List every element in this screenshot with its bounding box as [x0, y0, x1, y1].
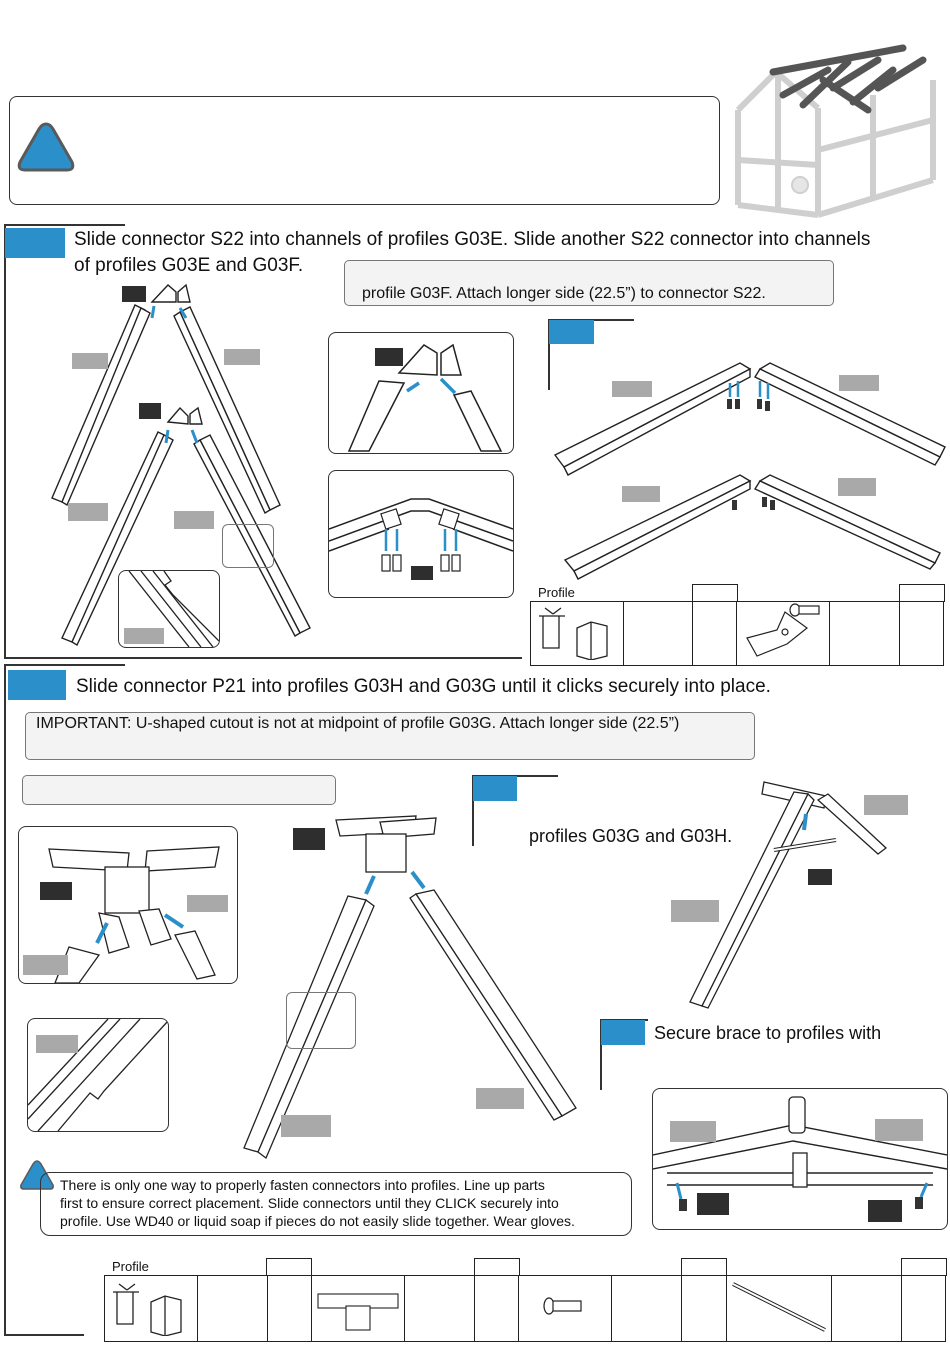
step-b3-number-tag: [601, 1020, 645, 1045]
step-a-frame: [4, 224, 522, 659]
cutout-highlight-b: [286, 992, 356, 1049]
part-label-screw-right: [868, 1200, 902, 1222]
step-b-secure-text: Secure brace to profiles with: [654, 1023, 882, 1043]
step-a-number-tag: [5, 228, 65, 258]
part-label-g03f-detail: [124, 628, 164, 644]
connector-screw-icon-a: [746, 603, 821, 657]
step-a2-number-tag: [549, 320, 594, 344]
parts-table-a-header: Profile: [538, 585, 575, 600]
part-label-g03h: [187, 895, 228, 912]
warning-note-box: [40, 1172, 632, 1236]
step-b-instruction: Slide connector P21 into profiles G03H a…: [76, 676, 771, 697]
part-label-s22-a: [122, 286, 146, 302]
part-label-g03e-lower: [68, 503, 108, 521]
part-label-g03g-screw: [670, 1121, 716, 1142]
parts-table-b-header: Profile: [112, 1259, 149, 1274]
warning-banner: [9, 96, 720, 205]
part-label-p21: [40, 882, 72, 900]
parts-table-b-tab-4: [901, 1258, 947, 1276]
screw-icon-b: [543, 1297, 583, 1315]
cutout-highlight: [222, 524, 274, 568]
warning-small-triangle-icon: [20, 1160, 54, 1190]
connector-p21-icon: [317, 1293, 399, 1331]
parts-table-a-tab-1: [692, 584, 738, 602]
part-label-s22-detail: [375, 348, 403, 366]
parts-table-b-tab-1: [266, 1258, 312, 1276]
part-label-g03h-brace: [864, 795, 908, 815]
part-label-g03e-right-lower: [622, 486, 660, 502]
greenhouse-illustration: [735, 44, 936, 218]
part-label-g03e-right-upper-2: [839, 375, 879, 391]
brace-icon: [731, 1282, 826, 1332]
part-label-g03f: [174, 511, 214, 529]
warning-line-1: There is only one way to properly fasten…: [60, 1177, 545, 1193]
parts-table-a: [530, 601, 945, 666]
part-label-screw-detail: [411, 566, 433, 580]
brace-attach-illustration: [689, 781, 888, 1009]
step-a-instruction-line1: Slide connector S22 into channels of pro…: [74, 229, 871, 250]
warning-line-2: first to ensure correct placement. Slide…: [60, 1195, 559, 1211]
step-a-instruction-line2: of profiles G03E and G03F.: [74, 255, 304, 276]
step-a-note: profile G03F. Attach longer side (22.5”)…: [362, 285, 766, 302]
part-label-g03g-detail: [36, 1035, 78, 1053]
part-label-s22-b: [139, 403, 161, 419]
part-label-screw-left: [697, 1193, 729, 1215]
parts-table-a-tab-2: [899, 584, 945, 602]
part-label-g03h-screw: [875, 1119, 923, 1141]
step-a-profiles-illustration: [51, 283, 311, 646]
step-b-important-box: [25, 712, 755, 760]
warning-triangle-icon: [17, 122, 75, 172]
part-label-g03f-right-lower: [838, 478, 876, 496]
parts-table-b: [104, 1275, 947, 1342]
part-label-g03e-left: [72, 353, 108, 369]
step-b-sub-instruction: profiles G03G and G03H.: [529, 826, 733, 846]
profile-icon-b: [113, 1283, 182, 1337]
step-b-blank-note: [22, 775, 336, 805]
step-a-note-box: [344, 260, 834, 306]
part-label-g03g: [23, 955, 68, 975]
part-label-g03h-main: [476, 1088, 524, 1109]
step-b-important: IMPORTANT: U-shaped cutout is not at mid…: [36, 715, 680, 732]
part-label-g03e-right: [224, 349, 260, 365]
part-label-g03e-right-upper: [612, 381, 652, 397]
part-label-brace: [808, 869, 832, 885]
step-b-frame: [4, 664, 125, 1336]
part-label-g03g-main: [281, 1115, 331, 1137]
step-b-number-tag: [8, 670, 66, 700]
parts-table-b-tab-3: [681, 1258, 727, 1276]
warning-line-3: profile. Use WD40 or liquid soap if piec…: [60, 1213, 575, 1229]
profile-icon-a: [539, 607, 608, 661]
parts-table-b-tab-2: [474, 1258, 520, 1276]
part-label-p21-main: [293, 828, 325, 850]
step-a-assembled-rafters: [553, 362, 946, 580]
part-label-g03g-brace: [671, 900, 719, 922]
step-b-profiles-illustration: [243, 815, 577, 1160]
step-b2-number-tag: [473, 776, 517, 801]
connector-detail-box: [328, 332, 514, 454]
